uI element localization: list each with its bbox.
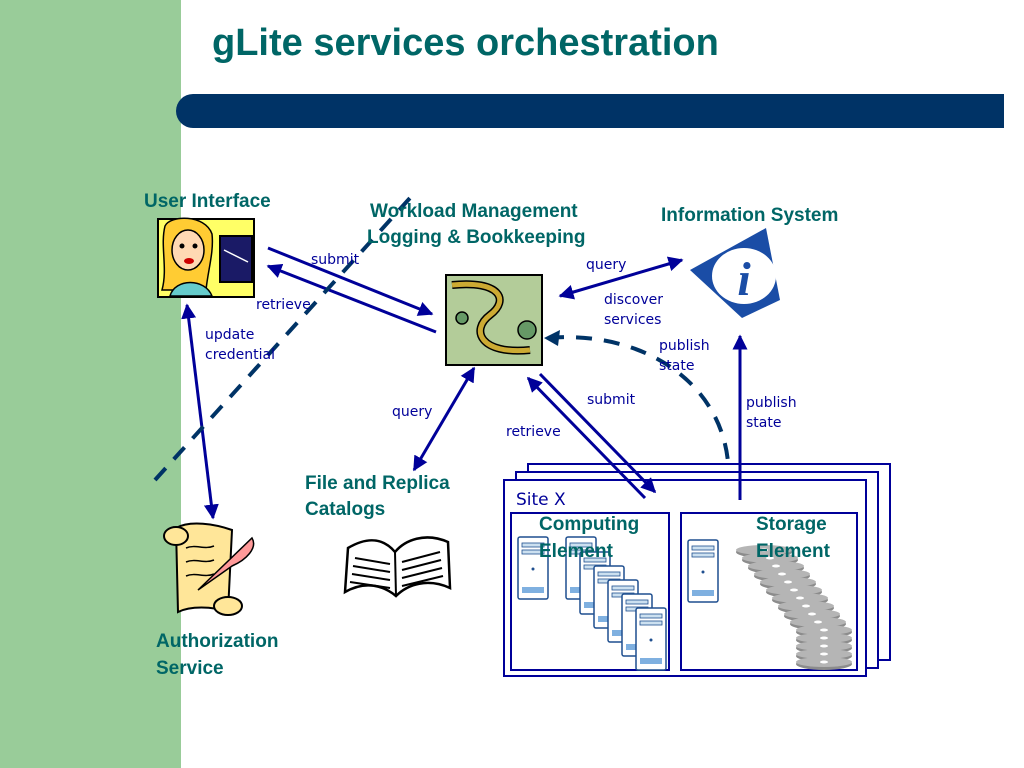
logging-bookkeeping-label: Logging & Bookkeeping: [367, 227, 586, 248]
storage-label: Storage: [756, 514, 827, 535]
slide-title: gLite services orchestration: [212, 22, 719, 64]
dashed-arrow-head: [544, 330, 560, 346]
open-book-icon: [343, 536, 452, 598]
catalogs-label: Catalogs: [305, 499, 386, 520]
query-is-label: query: [586, 257, 627, 273]
sidebar-band: [0, 0, 181, 768]
user-interface-label: User Interface: [144, 191, 271, 212]
site-x-label: Site X: [516, 490, 566, 510]
workload-management-label: Workload Management: [370, 201, 578, 222]
credential-label: credential: [205, 347, 275, 363]
computing-label: Computing: [539, 514, 640, 535]
services-label: services: [604, 312, 662, 328]
title-underline-bar: [176, 94, 1004, 128]
dashed-connectors: [153, 196, 730, 482]
publish-state-se-label: publish: [746, 395, 797, 411]
info-eye-icon: i: [690, 228, 780, 318]
submit-ce-label: submit: [587, 392, 636, 408]
retrieve-ui-label: retrieve: [256, 297, 311, 313]
retrieve-ce-label: retrieve: [506, 424, 561, 440]
user-at-computer-icon: [157, 217, 255, 298]
scroll-quill-icon: [163, 522, 255, 616]
publish-state-ce-label: publish: [659, 338, 710, 354]
information-system-label: Information System: [661, 205, 839, 226]
computing-element-label: Element: [539, 541, 613, 562]
service-label: Service: [156, 658, 224, 679]
state-ce-label: state: [659, 358, 695, 374]
storage-element-label: Element: [756, 541, 830, 562]
discover-label: discover: [604, 292, 663, 308]
update-label: update: [205, 327, 255, 343]
query-catalog-label: query: [392, 404, 433, 420]
puzzle-icon: [445, 274, 543, 366]
submit-ui-label: submit: [311, 252, 360, 268]
svg-text:i: i: [737, 253, 751, 306]
file-replica-label: File and Replica: [305, 473, 450, 494]
authorization-label: Authorization: [156, 631, 279, 652]
state-se-label: state: [746, 415, 782, 431]
flow-arrows: [181, 246, 748, 520]
